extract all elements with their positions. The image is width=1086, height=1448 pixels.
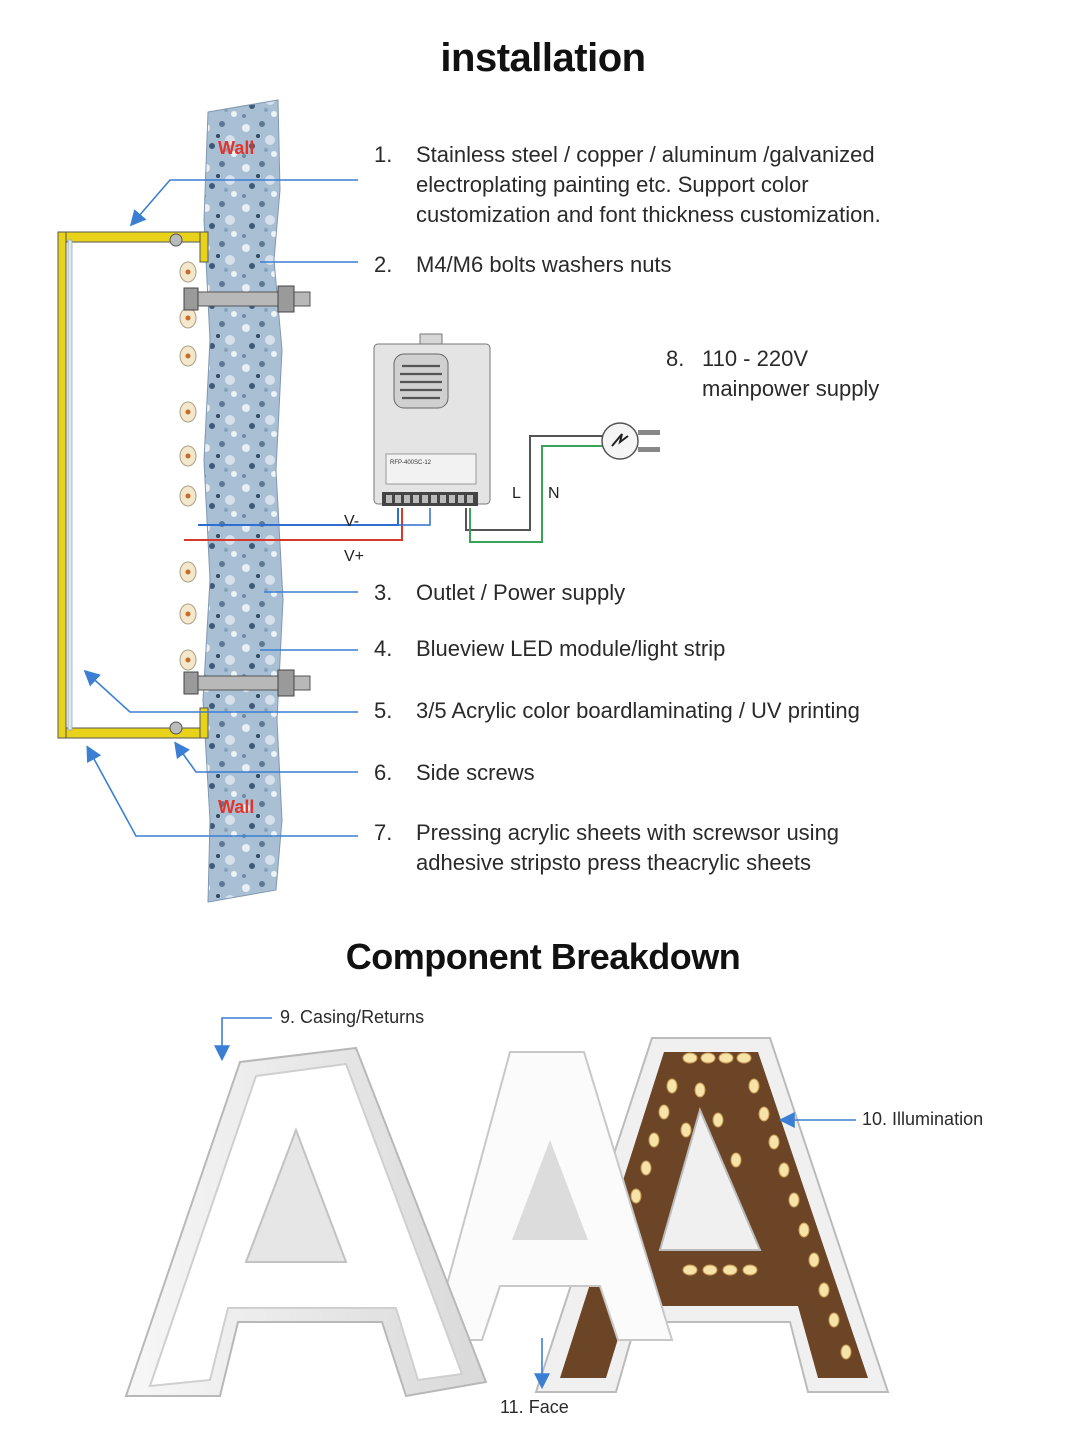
- wall-plug: [601, 422, 660, 460]
- component-leaders: [214, 1017, 856, 1390]
- bolt-bottom: [183, 669, 311, 697]
- wire-label-vneg: V-: [344, 513, 359, 530]
- item-4-number: 4.: [374, 636, 393, 661]
- component-face-label: Face: [528, 1397, 569, 1417]
- component-illumination-number: 10.: [862, 1109, 888, 1129]
- wall-label-bottom: Wall: [218, 797, 254, 817]
- component-face: 11. Face: [500, 1397, 569, 1418]
- item-6-number: 6.: [374, 760, 393, 785]
- item-1-line-3: customization and font thickness customi…: [416, 202, 881, 227]
- wire-label-vpos: V+: [344, 548, 364, 565]
- component-face-number: 11.: [500, 1397, 524, 1417]
- item-5-line-1: 3/5 Acrylic color boardlaminating / UV p…: [416, 698, 860, 723]
- bolt-top: [183, 285, 311, 313]
- wire-label-l: L: [512, 485, 521, 502]
- item-6-line-1: Side screws: [416, 760, 535, 785]
- component-illumination-label: Illumination: [892, 1109, 984, 1129]
- item-3-line-1: Outlet / Power supply: [416, 580, 626, 605]
- item-2-number: 2.: [374, 252, 393, 277]
- letter-casing: [124, 1046, 488, 1398]
- item-8-line-1: 110 - 220V: [702, 346, 809, 371]
- item-2-line-1: M4/M6 bolts washers nuts: [416, 252, 672, 277]
- wire-label-n: N: [548, 485, 560, 502]
- component-casing-number: 9.: [280, 1007, 296, 1027]
- leader-lines: [83, 179, 358, 837]
- item-1-line-1: Stainless steel / copper / aluminum /gal…: [416, 142, 875, 167]
- component-illumination: 10. Illumination: [862, 1109, 983, 1130]
- item-4-line-1: Blueview LED module/light strip: [416, 636, 726, 661]
- component-casing: 9. Casing/Returns: [280, 1007, 424, 1028]
- item-8-line-2: mainpower supply: [702, 376, 880, 401]
- component-breakdown-title: Component Breakdown: [345, 936, 741, 977]
- item-1-line-2: electroplating painting etc. Support col…: [416, 172, 809, 197]
- psu-model-label: RFP-400SC-12: [390, 460, 432, 466]
- sign-casing: [57, 231, 209, 739]
- item-7-number: 7.: [374, 820, 393, 845]
- item-7-line-1: Pressing acrylic sheets with screwsor us…: [416, 820, 840, 845]
- installation-title: installation: [440, 36, 646, 80]
- item-8-number: 8.: [666, 346, 685, 371]
- item-1-number: 1.: [374, 142, 393, 167]
- led-modules: [179, 261, 197, 671]
- power-supply-box: RFP-400SC-12: [373, 333, 491, 506]
- component-casing-label: Casing/Returns: [300, 1007, 425, 1027]
- item-7-line-2: adhesive stripsto press theacrylic sheet…: [416, 850, 811, 875]
- item-3-number: 3.: [374, 580, 393, 605]
- item-5-number: 5.: [374, 698, 393, 723]
- wall-label-top: Wall: [218, 138, 254, 158]
- wires: [184, 435, 604, 543]
